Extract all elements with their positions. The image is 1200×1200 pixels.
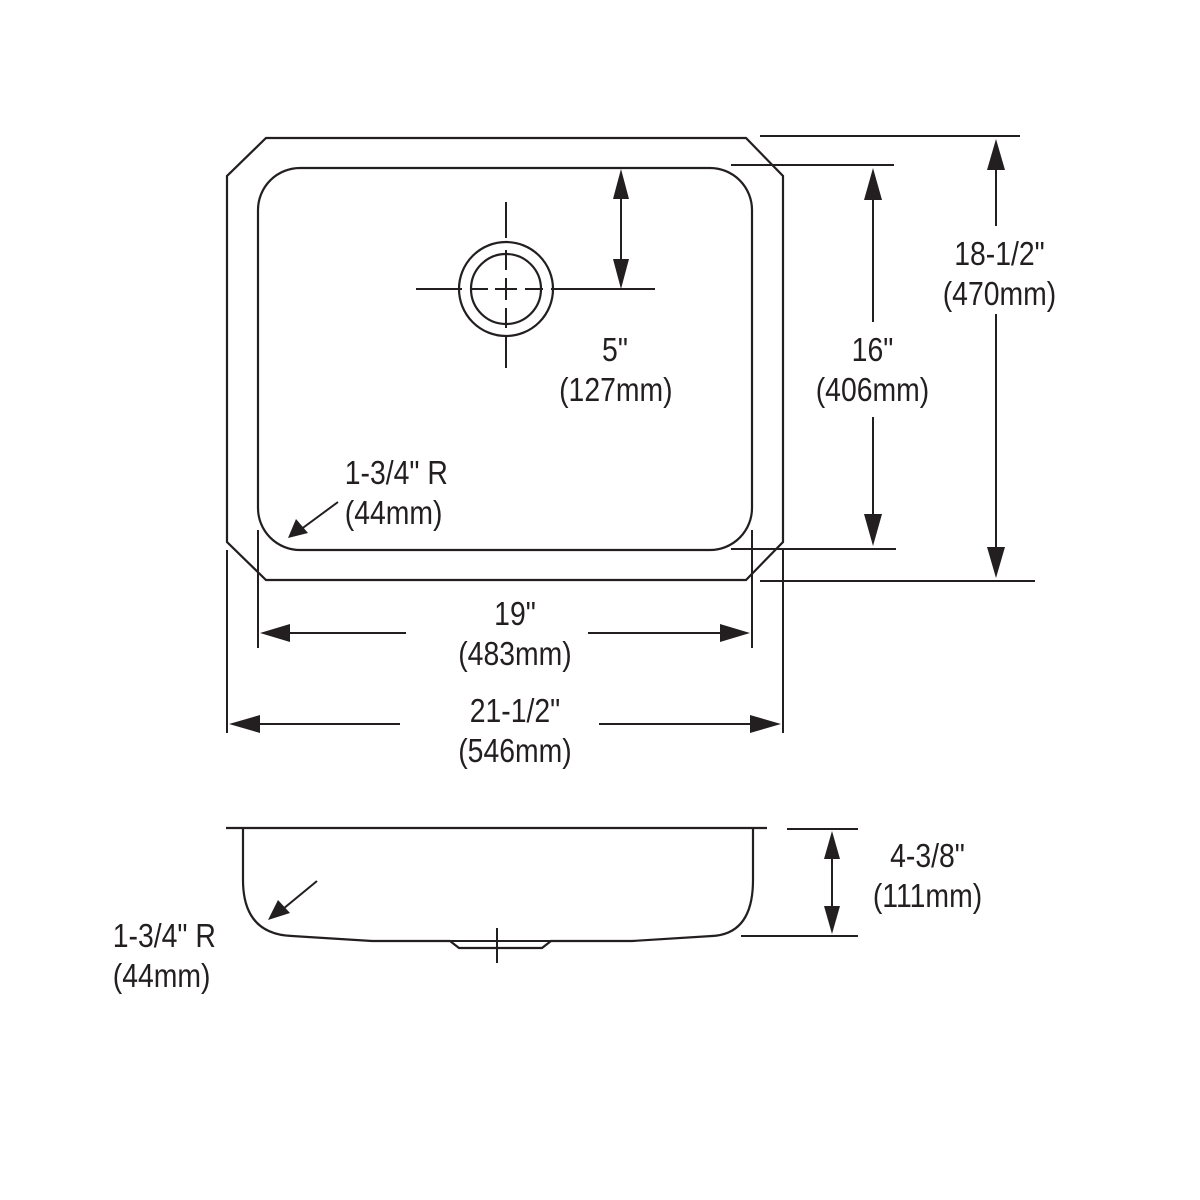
- drain-icon: [416, 202, 655, 368]
- corner-radius-leader: [288, 501, 339, 538]
- side-corner-radius-leader: [268, 880, 318, 920]
- bowl-length-metric: (406mm): [815, 371, 930, 408]
- outer-flange-outline: [225, 136, 785, 582]
- inner-bowl-outline: [256, 166, 754, 552]
- drain-offset-dimension-line: [613, 169, 629, 289]
- side-profile-outline: [226, 826, 767, 963]
- bowl-width-metric: (483mm): [458, 635, 572, 672]
- overall-length-label: 18-1/2" (470mm): [941, 234, 1057, 314]
- side-corner-radius-metric: (44mm): [112, 957, 211, 994]
- corner-radius-label: 1-3/4" R (44mm): [345, 453, 453, 533]
- drain-offset-imperial: 5": [602, 331, 628, 368]
- bowl-length-dimension-line: [731, 164, 896, 550]
- overall-length-metric: (470mm): [942, 275, 1057, 312]
- overall-width-metric: (546mm): [458, 732, 572, 769]
- overall-length-imperial: 18-1/2": [954, 235, 1045, 272]
- corner-radius-metric: (44mm): [344, 494, 443, 531]
- depth-imperial: 4-3/8": [890, 837, 965, 874]
- depth-dimension-line: [741, 828, 858, 937]
- overall-width-imperial: 21-1/2": [469, 692, 561, 729]
- drain-offset-label: 5" (127mm): [559, 330, 673, 410]
- overall-length-dimension-line: [760, 135, 1035, 582]
- depth-metric: (111mm): [872, 877, 983, 914]
- overall-width-label: 21-1/2" (546mm): [455, 691, 575, 771]
- bowl-width-label: 19" (483mm): [455, 594, 575, 674]
- drain-offset-metric: (127mm): [559, 371, 673, 408]
- depth-label: 4-3/8" (111mm): [869, 836, 985, 916]
- corner-radius-imperial: 1-3/4" R: [344, 454, 448, 491]
- side-corner-radius-label: 1-3/4" R (44mm): [113, 916, 221, 996]
- bowl-length-label: 16" (406mm): [814, 330, 930, 410]
- bowl-width-dimension-line: [257, 530, 753, 648]
- side-corner-radius-imperial: 1-3/4" R: [112, 917, 216, 954]
- bowl-width-imperial: 19": [494, 595, 536, 632]
- overall-width-dimension-line: [226, 550, 784, 733]
- bowl-length-imperial: 16": [851, 331, 894, 368]
